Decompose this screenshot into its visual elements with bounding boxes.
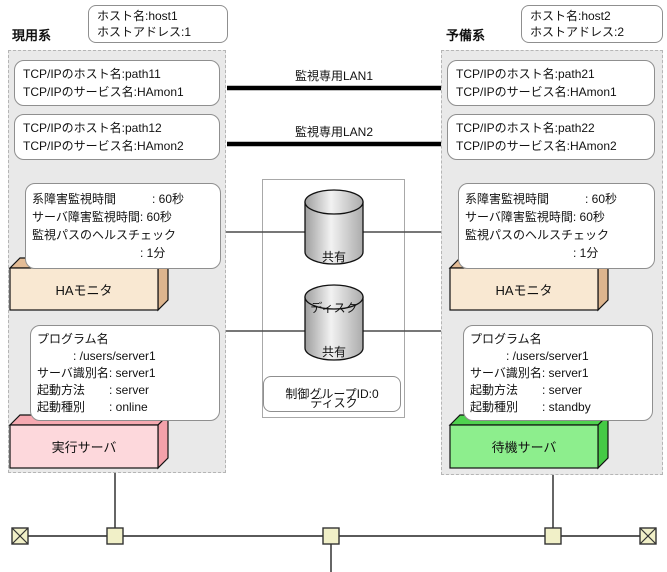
tcpip-host-name: TCP/IPのホスト名:path12 [23,121,162,135]
network-tap-right [544,527,562,545]
program-name-label: プログラム名 [37,331,109,346]
path-health-check-label: 監視パスのヘルスチェック [32,228,177,242]
monitor-settings-left: 系障害監視時間 : 60秒 サーバ障害監視時間: 60秒 監視パスのヘルスチェッ… [25,183,221,269]
tcpip-service-name: TCP/IPのサービス名:HAmon1 [456,85,617,99]
path-health-check-value: : 1分 [465,246,599,260]
host-name: ホスト名:host1 [97,9,178,23]
shared-disk-2-icon [304,284,364,361]
lan1-label: 監視専用LAN1 [294,69,374,83]
host-info-right: ホスト名:host2 ホストアドレス:2 [521,5,663,43]
program-name-label: プログラム名 [470,331,542,346]
network-tap-middle [322,527,340,545]
terminator-icon-right [639,527,657,545]
shared-disk-label-line: 共有 [321,345,346,359]
shared-disk-1-label: 共有 ディスク [300,215,368,351]
tcpip-path1-left: TCP/IPのホスト名:path11 TCP/IPのサービス名:HAmon1 [14,60,220,106]
host-name: ホスト名:host2 [530,9,611,23]
path-health-check-value: : 1分 [32,246,166,260]
tcpip-service-name: TCP/IPのサービス名:HAmon1 [23,85,184,99]
shared-disk-label-line: 共有 [321,250,346,264]
shared-disk-2-label: 共有 ディスク [300,310,368,446]
execution-server-label: 実行サーバ [51,440,117,455]
start-method: 起動方法 : server [37,382,150,397]
tcpip-host-name: TCP/IPのホスト名:path21 [456,67,595,81]
server-failure-monitor-time: サーバ障害監視時間: 60秒 [465,210,605,224]
start-type: 起動種別 : online [37,399,148,414]
host-address: ホストアドレス:2 [530,25,625,39]
standby-server-label: 待機サーバ [491,440,557,455]
monitor-settings-right: 系障害監視時間 : 60秒 サーバ障害監視時間: 60秒 監視パスのヘルスチェッ… [458,183,655,269]
start-method: 起動方法 : server [470,382,583,397]
shared-disk-1-icon [304,189,364,265]
ha-monitor-label-right: HAモニタ [495,282,553,298]
server-settings-left: プログラム名 : /users/server1 サーバ識別名: server1 … [30,325,220,421]
tcpip-path2-left: TCP/IPのホスト名:path12 TCP/IPのサービス名:HAmon2 [14,114,220,160]
tcpip-service-name: TCP/IPのサービス名:HAmon2 [456,139,617,153]
lan2-label: 監視専用LAN2 [294,125,374,139]
program-name-value: : /users/server1 [470,348,589,363]
standby-system-label: 予備系 [446,28,486,43]
ha-monitor-label-left: HAモニタ [55,282,113,298]
shared-disk-label-line: ディスク [310,396,358,410]
server-alias: サーバ識別名: server1 [37,365,156,380]
server-failure-monitor-time: サーバ障害監視時間: 60秒 [32,210,172,224]
server-settings-right: プログラム名 : /users/server1 サーバ識別名: server1 … [463,325,653,421]
shared-disk-label-line: ディスク [310,301,358,315]
tcpip-host-name: TCP/IPのホスト名:path11 [23,67,161,81]
host-info-left: ホスト名:host1 ホストアドレス:1 [88,5,228,43]
tcpip-host-name: TCP/IPのホスト名:path22 [456,121,595,135]
tcpip-path2-right: TCP/IPのホスト名:path22 TCP/IPのサービス名:HAmon2 [447,114,655,160]
system-failure-monitor-time: 系障害監視時間 : 60秒 [465,192,618,206]
system-failure-monitor-time: 系障害監視時間 : 60秒 [32,192,185,206]
program-name-value: : /users/server1 [37,348,156,363]
start-type: 起動種別 : standby [470,399,591,414]
active-system-label: 現用系 [12,28,52,43]
control-group-box: 制御グループID:0 [263,376,401,412]
tcpip-path1-right: TCP/IPのホスト名:path21 TCP/IPのサービス名:HAmon1 [447,60,655,106]
network-tap-left [106,527,124,545]
server-alias: サーバ識別名: server1 [470,365,589,380]
control-group-id: 制御グループID:0 [285,387,379,401]
tcpip-service-name: TCP/IPのサービス名:HAmon2 [23,139,184,153]
terminator-icon-left [11,527,29,545]
host-address: ホストアドレス:1 [97,25,192,39]
path-health-check-label: 監視パスのヘルスチェック [465,228,610,242]
